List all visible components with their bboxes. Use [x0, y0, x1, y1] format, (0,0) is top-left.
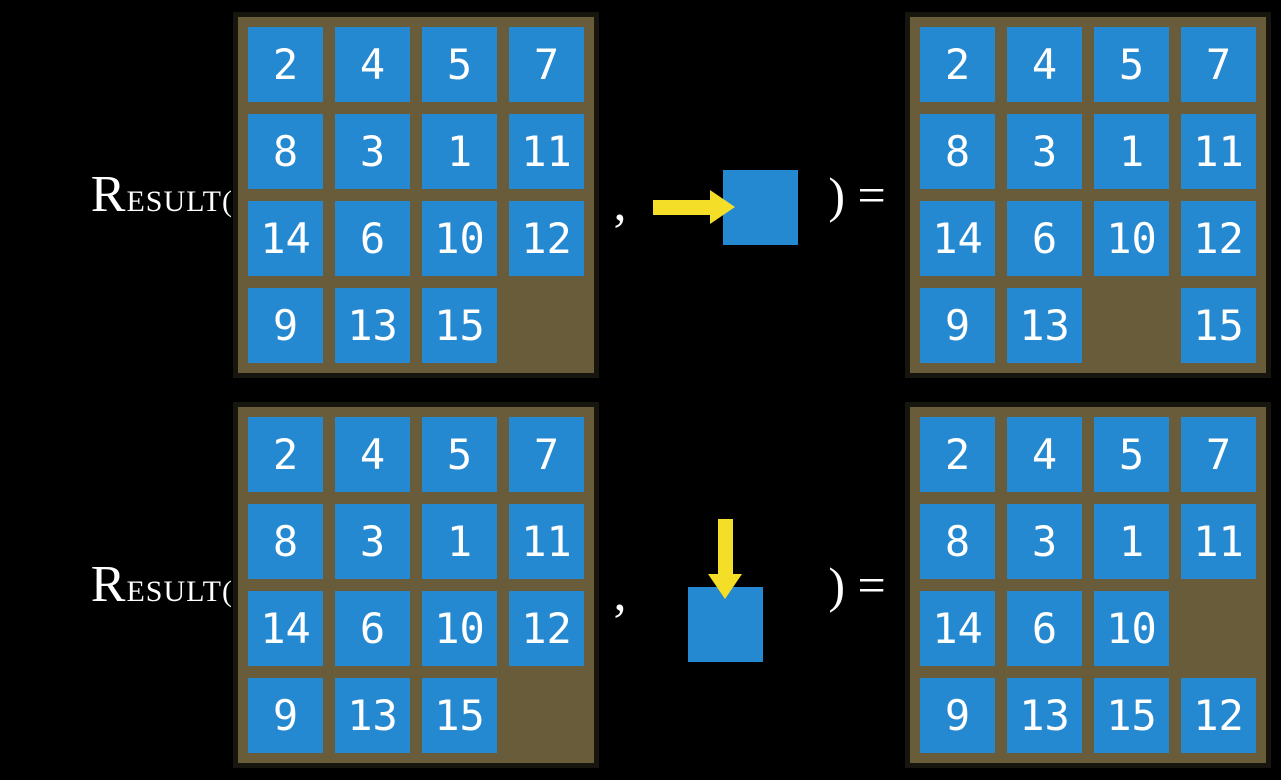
tile-15: 15 [1094, 678, 1169, 753]
blank-space [509, 288, 584, 363]
tile-6: 6 [1007, 591, 1082, 666]
tile-14: 14 [920, 591, 995, 666]
comma-separator: , [613, 175, 627, 232]
tile-1: 1 [1094, 504, 1169, 579]
tile-12: 12 [1181, 678, 1256, 753]
tile-3: 3 [1007, 504, 1082, 579]
action-argument [641, 518, 809, 662]
tile-11: 11 [1181, 114, 1256, 189]
tile-10: 10 [1094, 201, 1169, 276]
arrow-head [709, 190, 735, 224]
tile-6: 6 [1007, 201, 1082, 276]
comma-separator: , [613, 565, 627, 622]
close-paren-equals: ) = [828, 557, 886, 613]
tile-2: 2 [920, 417, 995, 492]
arrow-shaft [717, 518, 733, 574]
tile-2: 2 [920, 27, 995, 102]
tile-3: 3 [335, 114, 410, 189]
tile-8: 8 [920, 504, 995, 579]
action-argument [641, 169, 809, 245]
tile-12: 12 [509, 201, 584, 276]
blank-space [1094, 288, 1169, 363]
right-arrow-icon [652, 190, 735, 224]
tile-1: 1 [422, 114, 497, 189]
tile-15: 15 [1181, 288, 1256, 363]
tile-2: 2 [248, 27, 323, 102]
tile-4: 4 [335, 417, 410, 492]
tile-4: 4 [1007, 27, 1082, 102]
tile-1: 1 [422, 504, 497, 579]
tile-5: 5 [1094, 417, 1169, 492]
tile-8: 8 [920, 114, 995, 189]
tile-12: 12 [509, 591, 584, 666]
action-tile [687, 586, 763, 662]
tile-7: 7 [509, 417, 584, 492]
blank-space [1181, 591, 1256, 666]
tile-11: 11 [509, 504, 584, 579]
tile-11: 11 [509, 114, 584, 189]
tile-10: 10 [422, 591, 497, 666]
tile-8: 8 [248, 114, 323, 189]
tile-14: 14 [920, 201, 995, 276]
tile-6: 6 [335, 591, 410, 666]
tile-10: 10 [1094, 591, 1169, 666]
tile-9: 9 [920, 678, 995, 753]
tile-7: 7 [1181, 27, 1256, 102]
tile-3: 3 [335, 504, 410, 579]
close-paren-equals: ) = [828, 167, 886, 223]
tile-14: 14 [248, 591, 323, 666]
action-tile [722, 169, 798, 245]
tile-5: 5 [422, 417, 497, 492]
tile-3: 3 [1007, 114, 1082, 189]
tile-8: 8 [248, 504, 323, 579]
tile-7: 7 [509, 27, 584, 102]
tile-15: 15 [422, 678, 497, 753]
tile-13: 13 [1007, 678, 1082, 753]
down-arrow-icon [708, 518, 742, 599]
tile-9: 9 [248, 678, 323, 753]
tile-4: 4 [335, 27, 410, 102]
tile-13: 13 [335, 678, 410, 753]
tile-14: 14 [248, 201, 323, 276]
tile-12: 12 [1181, 201, 1256, 276]
tile-2: 2 [248, 417, 323, 492]
tile-13: 13 [335, 288, 410, 363]
arrow-shaft [652, 199, 710, 215]
tile-6: 6 [335, 201, 410, 276]
tile-15: 15 [422, 288, 497, 363]
result-function-label: RESULT( [90, 556, 233, 613]
tile-9: 9 [920, 288, 995, 363]
result-function-label: RESULT( [90, 166, 233, 223]
tile-5: 5 [422, 27, 497, 102]
arrow-head [708, 573, 742, 599]
blank-space [509, 678, 584, 753]
tile-1: 1 [1094, 114, 1169, 189]
tile-13: 13 [1007, 288, 1082, 363]
tile-10: 10 [422, 201, 497, 276]
tile-11: 11 [1181, 504, 1256, 579]
tile-5: 5 [1094, 27, 1169, 102]
tile-9: 9 [248, 288, 323, 363]
tile-7: 7 [1181, 417, 1256, 492]
tile-4: 4 [1007, 417, 1082, 492]
